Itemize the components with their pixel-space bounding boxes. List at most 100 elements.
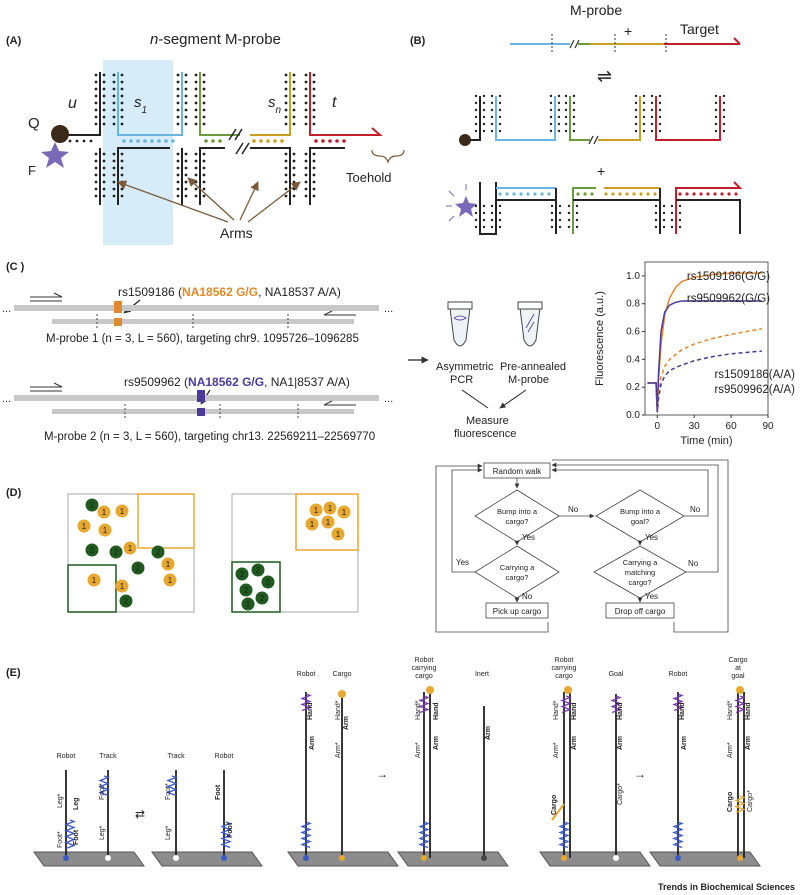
pair-dot (722, 122, 726, 126)
pair-dot (292, 94, 296, 98)
pair-dot (490, 101, 494, 105)
pair-dot (273, 139, 277, 143)
anchor-point (675, 855, 681, 861)
pair-dot (150, 139, 154, 143)
strand-label: Leg* (99, 825, 106, 840)
cargo-2 (251, 563, 265, 577)
strand-label: Arm* (415, 742, 422, 758)
cargo-1 (123, 541, 137, 555)
arms-arrows (117, 177, 301, 223)
pair-dot (102, 73, 106, 77)
cargo-2 (151, 545, 165, 559)
pair-dot (176, 152, 180, 156)
pair-dot (498, 122, 502, 126)
series-label: rs1509186(A/A) (714, 369, 795, 381)
pair-dot (540, 192, 544, 196)
pair-dot (312, 159, 316, 163)
probe2-caption: M-probe 2 (n = 3, L = 560), targeting ch… (44, 431, 375, 443)
series-label: rs9509962(A/A) (714, 384, 795, 396)
pair-dot (634, 122, 638, 126)
helix (560, 695, 572, 714)
cargo-label: 1 (120, 582, 125, 591)
cargo-2 (85, 543, 99, 557)
pair-dot (549, 129, 553, 133)
pair-dot (112, 152, 116, 156)
pair-dot (176, 80, 180, 84)
pair-dot (312, 94, 316, 98)
surface-plate (539, 851, 651, 867)
pair-dot (312, 180, 316, 184)
tube2-label-b: M-probe (508, 374, 549, 386)
y-tick-label: 0.8 (626, 299, 640, 310)
pair-dot (692, 192, 696, 196)
cargo-1 (309, 503, 323, 517)
pair-dot (284, 180, 288, 184)
cargo-2 (241, 597, 255, 611)
pair-dot (533, 192, 537, 196)
cargo-2 (119, 594, 133, 608)
pair-dot (102, 187, 106, 191)
pair-dot (202, 173, 206, 177)
x-tick-label: 30 (689, 421, 701, 432)
pair-dot (304, 194, 308, 198)
pick-up-box (485, 602, 549, 619)
pair-dot (342, 139, 346, 143)
strand-label: Arm* (553, 742, 560, 758)
strand-label: Hand (307, 703, 314, 721)
primer-rev-1 (323, 310, 356, 316)
tube2-label-a: Pre-annealed (500, 361, 566, 373)
column-label: Robot (297, 671, 316, 678)
pair-dot (304, 73, 308, 77)
pair-dot (75, 139, 79, 143)
strand-label: Hand* (335, 700, 342, 720)
pair-dot (662, 204, 666, 208)
pair-dot (120, 115, 124, 119)
pair-dot (550, 225, 554, 229)
surface-plate (397, 851, 509, 867)
yes-1: Yes (522, 533, 535, 542)
panel-label-a: (A) (6, 35, 22, 47)
pair-dot (176, 122, 180, 126)
pair-dot (482, 101, 486, 105)
bump-goal-diamond (595, 489, 685, 543)
pair-dot (490, 108, 494, 112)
surface-plate (33, 851, 145, 867)
strand-label: Hand* (415, 700, 422, 720)
strand-label: Leg* (165, 825, 172, 840)
highlight-s1 (103, 60, 173, 245)
pair-dot (94, 115, 98, 119)
pair-dot (122, 139, 126, 143)
cargo-2 (235, 567, 249, 581)
pair-dot (474, 122, 478, 126)
pair-dot (292, 159, 296, 163)
panel-a: (A) n-segment M-probe Q F u s1 sn t (6, 31, 405, 245)
cargo-1 (161, 557, 175, 571)
strand-label: Arm (617, 736, 624, 750)
pair-dot (202, 122, 206, 126)
pair-dot (202, 194, 206, 198)
pair-dot (474, 204, 478, 208)
strand-label: Foot* (57, 831, 64, 848)
pair-dot (312, 73, 316, 77)
dots-right-2: ... (384, 393, 393, 405)
pair-dot (312, 152, 316, 156)
pair-dot (176, 115, 180, 119)
pair-dot (292, 122, 296, 126)
pair-dot (572, 122, 576, 126)
pair-dot (94, 101, 98, 105)
break-marks-b2 (588, 135, 599, 145)
fluorophore-star-b (455, 196, 477, 217)
pair-dot (184, 194, 188, 198)
pair-dot (714, 94, 718, 98)
pair-dot (642, 94, 646, 98)
pair-dot (498, 129, 502, 133)
pair-dot (89, 139, 93, 143)
anchor-point (421, 855, 427, 861)
cargo-1 (115, 504, 129, 518)
helix (166, 775, 178, 797)
cargo-label: 1 (82, 522, 87, 531)
strand-label: Cargo* (617, 783, 624, 805)
measure-b: fluorescence (454, 428, 516, 440)
